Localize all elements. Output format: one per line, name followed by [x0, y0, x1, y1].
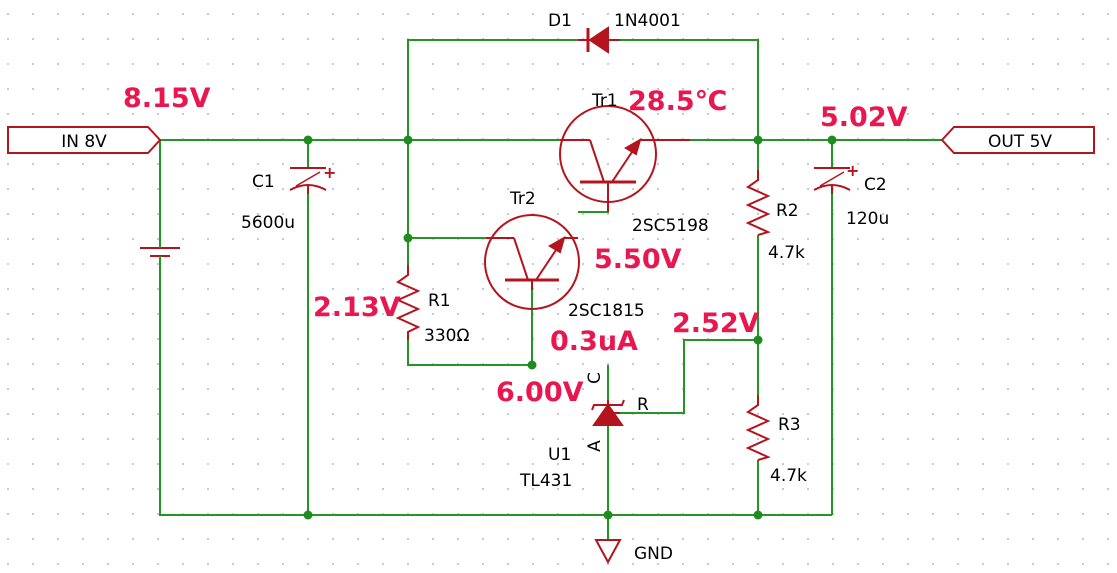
junction — [603, 510, 613, 520]
u1-pin-r-label: R — [637, 395, 649, 415]
transistor-tr1[interactable] — [559, 105, 690, 212]
diode-d1[interactable] — [578, 26, 620, 54]
c1-ref-label: C1 — [252, 172, 275, 192]
wires — [159, 39, 942, 540]
shunt-regulator-u1[interactable] — [591, 399, 625, 426]
tr1-value-label: 2SC5198 — [632, 216, 709, 236]
c1-value-label: 5600u — [241, 213, 295, 233]
ground-symbol[interactable] — [594, 539, 622, 565]
capacitor-c2[interactable] — [813, 167, 851, 194]
input-port-label: IN 8V — [61, 132, 107, 152]
r1-ref-label: R1 — [428, 291, 451, 311]
input-port[interactable]: IN 8V — [7, 126, 162, 154]
c2-value-label: 120u — [846, 209, 889, 229]
u1-pin-a-label: A — [585, 440, 605, 452]
u1-value-label: TL431 — [519, 471, 572, 491]
u1-ref-label: U1 — [548, 445, 571, 465]
u1-pin-c-label: C — [585, 372, 605, 384]
measurement-vout: 5.02V — [820, 102, 908, 133]
r2-value-label: 4.7k — [768, 243, 805, 263]
junction — [403, 135, 413, 145]
tr2-ref-label: Tr2 — [509, 189, 536, 209]
d1-ref-label: D1 — [548, 11, 572, 31]
junction — [753, 135, 763, 145]
measurement-r1-drop: 2.13V — [313, 292, 401, 323]
measurement-vin: 8.15V — [123, 83, 211, 114]
junction — [753, 335, 763, 345]
junction — [527, 360, 537, 370]
r2-ref-label: R2 — [776, 201, 799, 221]
junction — [403, 233, 413, 243]
measurement-current: 0.3uA — [550, 326, 638, 357]
junction — [753, 510, 763, 520]
transistor-tr2[interactable] — [484, 214, 580, 310]
tr1-ref-label: Tr1 — [591, 91, 618, 111]
output-port[interactable]: OUT 5V — [940, 126, 1095, 154]
junction — [303, 135, 313, 145]
c2-polarity: + — [846, 161, 859, 180]
r3-value-label: 4.7k — [770, 466, 807, 486]
ground-label: GND — [634, 544, 673, 564]
c1-polarity: + — [323, 163, 336, 182]
junction — [827, 135, 837, 145]
tr2-value-label: 2SC1815 — [568, 301, 645, 321]
measurement-temperature: 28.5℃ — [628, 86, 727, 117]
c2-ref-label: C2 — [864, 175, 887, 195]
measurement-ref-node: 2.52V — [672, 308, 760, 339]
d1-value-label: 1N4001 — [614, 11, 681, 31]
resistor-r3[interactable] — [745, 395, 771, 461]
junctions — [303, 135, 837, 520]
resistor-r2[interactable] — [745, 170, 771, 236]
output-port-label: OUT 5V — [988, 132, 1052, 152]
measurement-cathode: 6.00V — [496, 377, 584, 408]
capacitor-c1[interactable] — [289, 167, 327, 194]
junction — [303, 510, 313, 520]
r1-value-label: 330Ω — [424, 326, 469, 346]
measurement-tr2-emitter: 5.50V — [594, 244, 682, 275]
resistor-r1[interactable] — [395, 265, 421, 340]
battery-symbol[interactable] — [140, 220, 180, 262]
r3-ref-label: R3 — [778, 415, 801, 435]
